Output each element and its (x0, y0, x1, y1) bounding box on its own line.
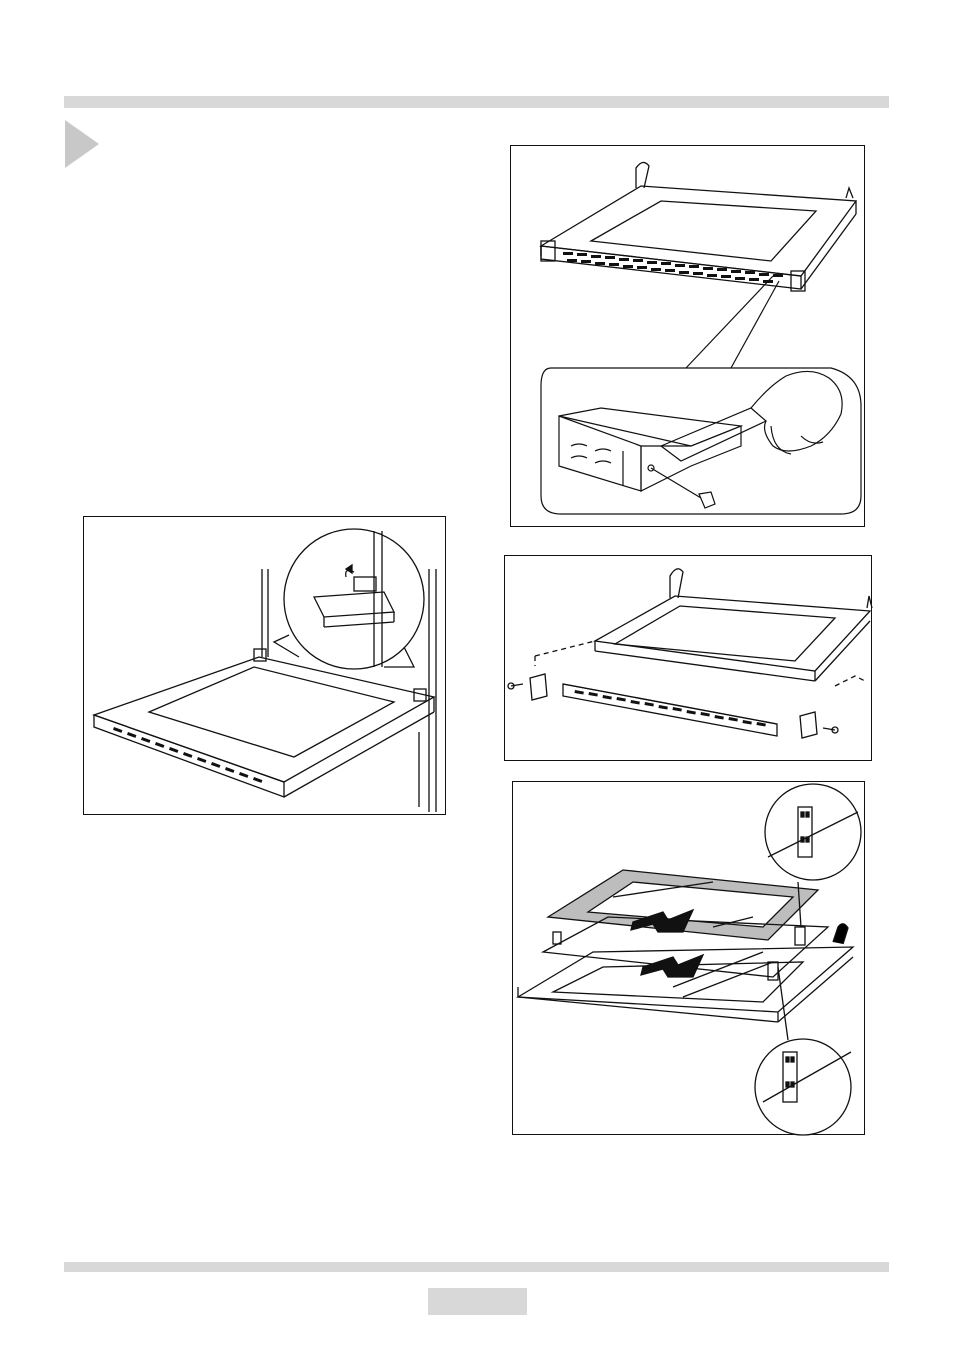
bottom-divider-bar (64, 1262, 889, 1272)
trim-strip-exploded-diagram-icon (505, 556, 873, 762)
oven-door-strip-removal-diagram-icon (511, 146, 866, 528)
figure-glass-panel-removal (512, 781, 865, 1135)
top-divider-bar (64, 96, 889, 108)
figure-door-strip-removal (510, 145, 865, 527)
figure-exploded-trim-strip (504, 555, 872, 761)
door-vent-slots (113, 727, 262, 783)
figure-open-door-hinge (83, 516, 446, 815)
section-arrow-icon (65, 120, 99, 173)
page-number-box (428, 1288, 527, 1315)
glass-panel-removal-diagram-icon (513, 782, 866, 1136)
strip-vent-slots (574, 690, 765, 727)
oven-door-hinge-lock-diagram-icon (84, 517, 447, 816)
vent-slots (563, 252, 783, 283)
